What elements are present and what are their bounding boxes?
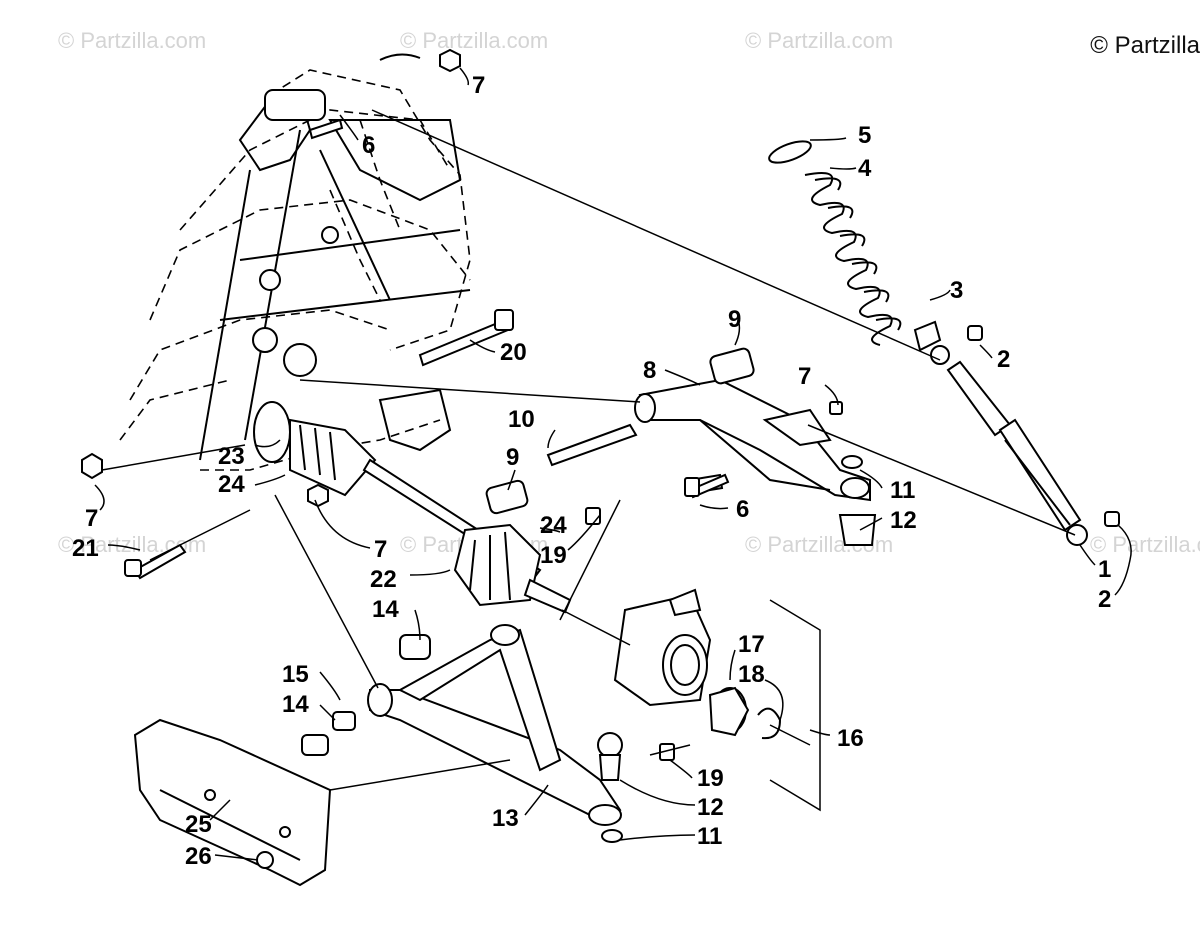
- callout-26: 26: [185, 843, 212, 870]
- callout-8: 8: [643, 357, 656, 384]
- lower-a-arm: [301, 624, 623, 843]
- callout-12: 12: [890, 507, 917, 534]
- callout-19: 19: [540, 542, 567, 569]
- callout-7: 7: [85, 505, 98, 532]
- skid-plate: [133, 718, 332, 887]
- callout-12: 12: [697, 794, 724, 821]
- callout-2: 2: [1098, 586, 1111, 613]
- callout-5: 5: [858, 122, 871, 149]
- callout-7: 7: [374, 536, 387, 563]
- shock-assembly: [768, 140, 1120, 546]
- callout-labels: 7 6 5 4 3 2 9 20 8 7 10 9 11 6 12 23 24 …: [72, 72, 1111, 870]
- callout-17: 17: [738, 631, 765, 658]
- callout-6: 6: [362, 132, 375, 159]
- callout-6: 6: [736, 496, 749, 523]
- callout-9: 9: [506, 444, 519, 471]
- callout-19: 19: [697, 765, 724, 792]
- callout-14: 14: [282, 691, 309, 718]
- upper-a-arm: [485, 347, 877, 546]
- callout-14: 14: [372, 596, 399, 623]
- watermark-text: © Partzilla.com: [1090, 532, 1200, 557]
- callout-3: 3: [950, 277, 963, 304]
- callout-24: 24: [540, 512, 567, 539]
- callout-7: 7: [472, 72, 485, 99]
- callout-7: 7: [798, 363, 811, 390]
- callout-22: 22: [370, 566, 397, 593]
- callout-2: 2: [997, 346, 1010, 373]
- hardware: [81, 48, 730, 761]
- cv-axle: [253, 401, 572, 614]
- copyright-notice: © Partzilla: [1090, 32, 1200, 59]
- callout-10: 10: [508, 406, 535, 433]
- callout-13: 13: [492, 805, 519, 832]
- callout-24: 24: [218, 471, 245, 498]
- callout-18: 18: [738, 661, 765, 688]
- callout-9: 9: [728, 306, 741, 333]
- callout-11: 11: [697, 823, 722, 850]
- callout-1: 1: [1098, 556, 1111, 583]
- callout-25: 25: [185, 811, 212, 838]
- callout-11: 11: [890, 477, 915, 504]
- callout-21: 21: [72, 535, 99, 562]
- callout-23: 23: [218, 443, 245, 470]
- callout-16: 16: [837, 725, 864, 752]
- steering-knuckle: [613, 588, 821, 812]
- callout-4: 4: [858, 155, 872, 182]
- callout-20: 20: [500, 339, 527, 366]
- watermark-text: © Partzilla.com: [58, 28, 207, 53]
- watermark-text: © Partzilla.com: [745, 28, 894, 53]
- callout-15: 15: [282, 661, 309, 688]
- watermark-text: © Partzilla.com: [400, 28, 549, 53]
- leader-lines: [94, 67, 1132, 861]
